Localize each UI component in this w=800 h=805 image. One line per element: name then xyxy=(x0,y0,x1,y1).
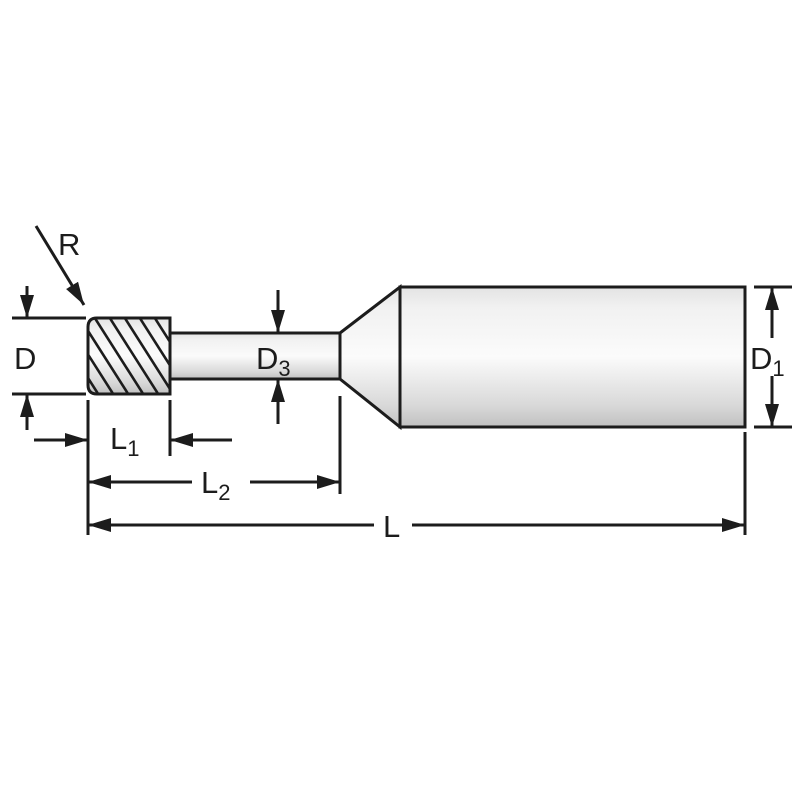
label-d3-base: D xyxy=(256,341,278,376)
label-corner-radius-r: R xyxy=(58,227,80,262)
hatch-line xyxy=(89,319,149,393)
label-d1-subscript: 1 xyxy=(772,356,784,381)
hatch-line xyxy=(89,319,134,393)
label-neck-diameter-d3: D3 xyxy=(256,341,291,381)
label-shank-diameter-d1: D1 xyxy=(750,341,785,381)
tool-shank xyxy=(398,285,747,429)
label-l2-subscript: 2 xyxy=(218,480,230,505)
dimension-lines xyxy=(12,225,792,535)
hatch-line xyxy=(89,319,104,393)
label-d1-base: D xyxy=(750,341,772,376)
label-head-diameter-d: D xyxy=(14,341,36,376)
tool-neck xyxy=(168,331,342,381)
label-l1-subscript: 1 xyxy=(127,436,139,461)
hatch-line xyxy=(104,319,164,393)
radius-leader-arrow xyxy=(34,225,86,306)
tool-cone-transition xyxy=(338,283,402,431)
hatch-line xyxy=(149,319,169,393)
cutting-head-hatching xyxy=(89,319,169,393)
label-d3-subscript: 3 xyxy=(278,356,290,381)
dimension-labels: R D D3 D1 L1 L2 L xyxy=(14,227,785,544)
hatch-line xyxy=(134,319,169,393)
tool-body xyxy=(86,283,747,431)
label-l1-base: L xyxy=(110,421,127,456)
hatch-line xyxy=(89,319,119,393)
label-neck-length-l2: L2 xyxy=(201,465,231,505)
label-head-length-l1: L1 xyxy=(110,421,140,461)
label-overall-length-l: L xyxy=(383,509,400,544)
label-l2-base: L xyxy=(201,465,218,500)
tool-cutting-head xyxy=(86,316,172,396)
hatch-line xyxy=(119,319,169,393)
